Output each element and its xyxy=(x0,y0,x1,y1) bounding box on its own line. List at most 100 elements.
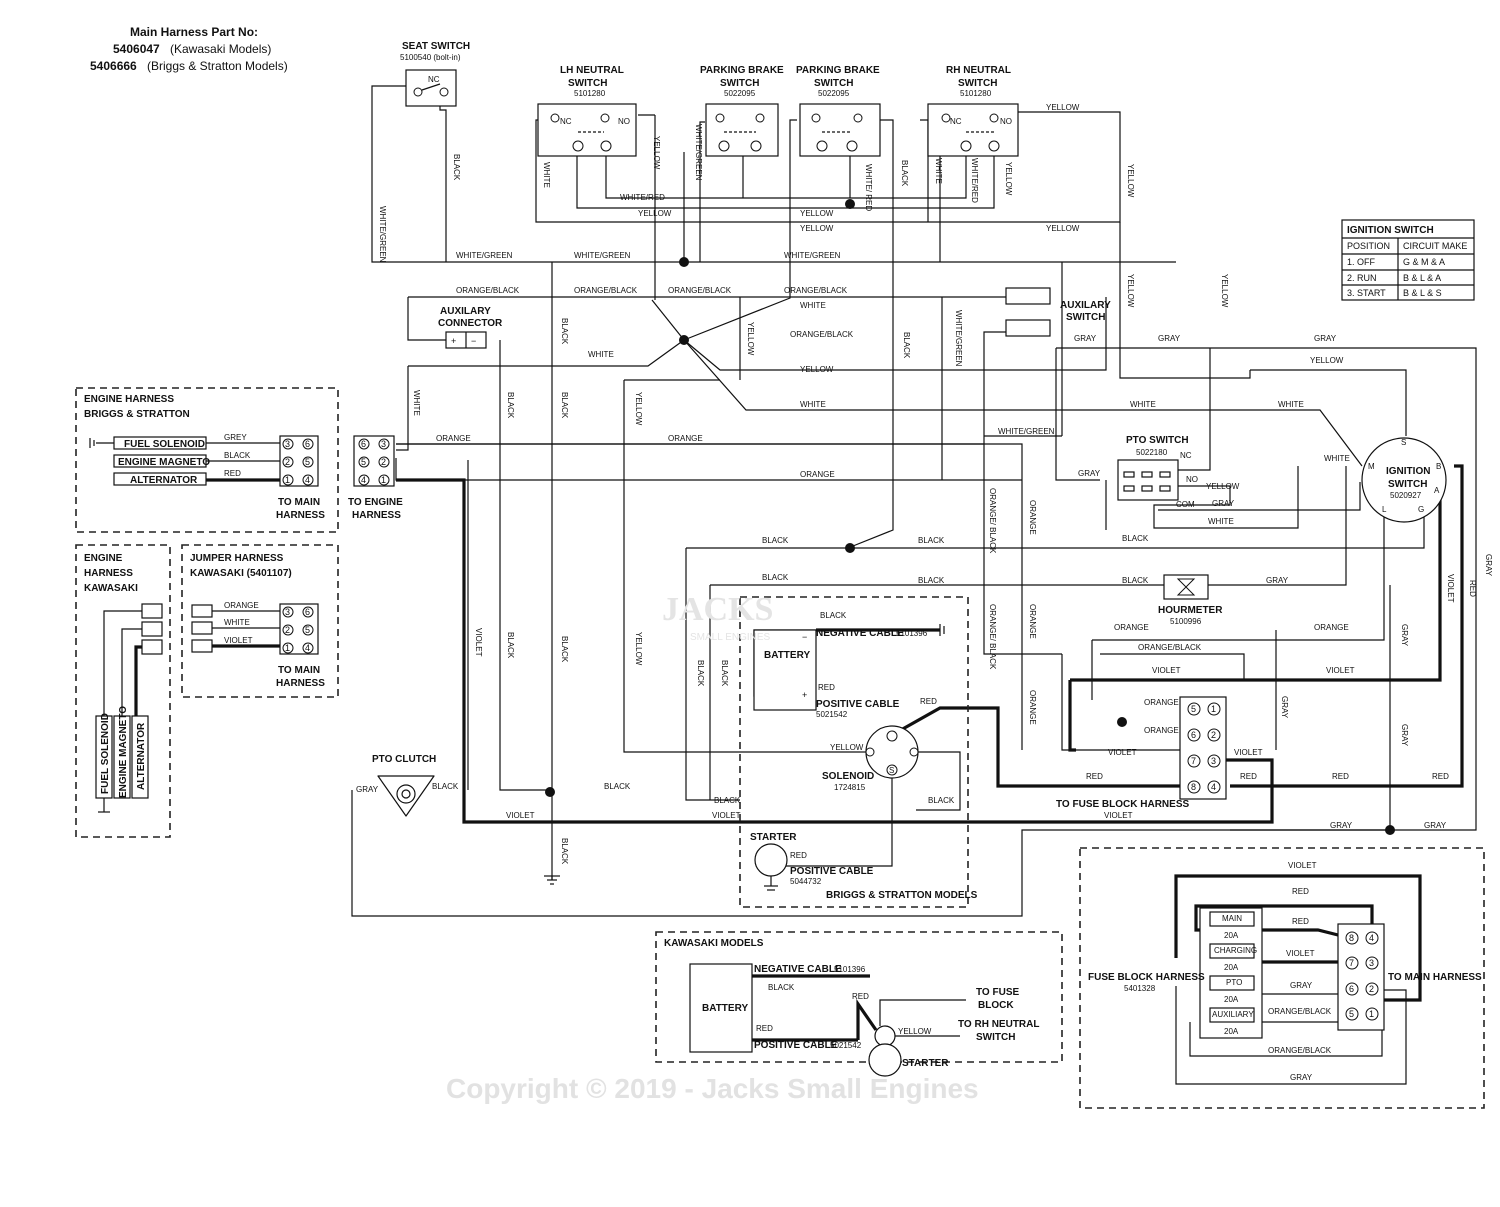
svg-text:1: 1 xyxy=(1211,704,1216,714)
svg-text:STARTER: STARTER xyxy=(750,832,797,843)
svg-text:6: 6 xyxy=(305,439,310,449)
svg-text:BLACK: BLACK xyxy=(762,536,789,545)
svg-text:WHITE: WHITE xyxy=(588,350,614,359)
logo-watermark-sub: SMALL ENGINES xyxy=(690,632,771,643)
svg-text:3. START: 3. START xyxy=(1347,288,1386,298)
svg-text:3: 3 xyxy=(1211,756,1216,766)
svg-text:VIOLET: VIOLET xyxy=(712,811,741,820)
auxiliary-switch: AUXILARY SWITCH xyxy=(1005,287,1111,337)
svg-text:BRIGGS & STRATTON MODELS: BRIGGS & STRATTON MODELS xyxy=(826,890,978,901)
svg-text:FUSE BLOCK HARNESS: FUSE BLOCK HARNESS xyxy=(1088,972,1205,983)
svg-text:ORANGE/BLACK: ORANGE/BLACK xyxy=(456,286,520,295)
copyright-watermark: Copyright © 2019 - Jacks Small Engines xyxy=(446,1073,979,1104)
svg-text:PTO SWITCH: PTO SWITCH xyxy=(1126,435,1189,446)
seat-switch-nc: NC xyxy=(428,75,440,84)
svg-text:BLACK: BLACK xyxy=(696,660,705,687)
svg-text:4: 4 xyxy=(305,643,310,653)
svg-text:ORANGE: ORANGE xyxy=(436,434,471,443)
svg-text:5101280: 5101280 xyxy=(960,89,992,98)
svg-text:FUEL SOLENOID: FUEL SOLENOID xyxy=(100,713,111,794)
svg-text:VIOLET: VIOLET xyxy=(1446,574,1455,603)
svg-text:VIOLET: VIOLET xyxy=(1288,861,1317,870)
svg-text:ALTERNATOR: ALTERNATOR xyxy=(136,722,147,790)
svg-text:YELLOW: YELLOW xyxy=(1126,164,1135,198)
svg-text:G: G xyxy=(1418,505,1424,514)
svg-text:WHITE/GREEN: WHITE/GREEN xyxy=(456,251,513,260)
svg-text:SWITCH: SWITCH xyxy=(976,1032,1015,1043)
svg-text:VIOLET: VIOLET xyxy=(474,628,483,657)
svg-text:VIOLET: VIOLET xyxy=(1108,748,1137,757)
svg-text:ORANGE/BLACK: ORANGE/BLACK xyxy=(790,330,854,339)
svg-text:GRAY: GRAY xyxy=(1290,1073,1313,1082)
logo-watermark: JACKS xyxy=(662,591,773,628)
svg-text:WHITE: WHITE xyxy=(800,301,826,310)
junction-dots xyxy=(545,199,1395,835)
svg-text:1: 1 xyxy=(381,475,386,485)
svg-text:HARNESS: HARNESS xyxy=(276,678,325,689)
fuse-block-harness-box: MAIN 20A CHARGING 20A PTO 20A AUXILIARY … xyxy=(1079,847,1485,1109)
svg-text:2: 2 xyxy=(1211,730,1216,740)
svg-text:ORANGE/BLACK: ORANGE/BLACK xyxy=(1138,643,1202,652)
svg-text:BLACK: BLACK xyxy=(902,332,911,359)
svg-text:YELLOW: YELLOW xyxy=(1310,356,1344,365)
svg-text:RED: RED xyxy=(756,1024,773,1033)
fuse-block-connector: 5 1 6 2 7 3 8 4 TO FUSE BLOCK HARNESS xyxy=(1056,696,1227,810)
auxiliary-connector: AUXILARY CONNECTOR + − xyxy=(438,306,503,349)
svg-text:RED: RED xyxy=(1468,580,1477,597)
svg-text:YELLOW: YELLOW xyxy=(800,224,834,233)
svg-text:GREY: GREY xyxy=(224,433,247,442)
svg-text:ENGINE MAGNETO: ENGINE MAGNETO xyxy=(118,457,210,468)
svg-text:ORANGE: ORANGE xyxy=(1144,726,1179,735)
svg-text:POSITIVE CABLE: POSITIVE CABLE xyxy=(816,699,900,710)
svg-text:5021542: 5021542 xyxy=(816,710,848,719)
svg-text:SWITCH: SWITCH xyxy=(1388,479,1427,490)
svg-text:S: S xyxy=(889,766,894,775)
svg-text:PARKING BRAKE: PARKING BRAKE xyxy=(796,65,880,76)
svg-text:CONNECTOR: CONNECTOR xyxy=(438,318,503,329)
svg-text:LH NEUTRAL: LH NEUTRAL xyxy=(560,65,624,76)
svg-text:BLACK: BLACK xyxy=(918,536,945,545)
svg-text:FUEL SOLENOID: FUEL SOLENOID xyxy=(124,439,205,450)
svg-text:BLACK: BLACK xyxy=(506,632,515,659)
svg-text:YELLOW: YELLOW xyxy=(830,743,864,752)
svg-text:POSITIVE CABLE: POSITIVE CABLE xyxy=(790,866,874,877)
svg-text:BLACK: BLACK xyxy=(560,636,569,663)
svg-text:RED: RED xyxy=(852,992,869,1001)
svg-text:5101280: 5101280 xyxy=(574,89,606,98)
svg-text:+: + xyxy=(802,690,807,700)
svg-text:8: 8 xyxy=(1191,782,1196,792)
svg-text:WHITE/RED: WHITE/RED xyxy=(620,193,665,202)
part-no-kawasaki-desc: (Kawasaki Models) xyxy=(170,42,271,56)
svg-text:BLACK: BLACK xyxy=(1122,576,1149,585)
to-engine-harness-connector: 6 3 5 2 4 1 TO ENGINE HARNESS xyxy=(348,435,403,521)
svg-text:HARNESS: HARNESS xyxy=(276,510,325,521)
svg-text:5022095: 5022095 xyxy=(724,89,756,98)
wire-labels: WHITE/GREEN WHITE/GREEN WHITE/GREEN ORAN… xyxy=(356,103,1493,1082)
svg-text:6: 6 xyxy=(1349,984,1354,994)
svg-text:WHITE/GREEN: WHITE/GREEN xyxy=(574,251,631,260)
svg-text:YELLOW: YELLOW xyxy=(898,1027,932,1036)
svg-text:WHITE/GREEN: WHITE/GREEN xyxy=(784,251,841,260)
svg-text:5021542: 5021542 xyxy=(830,1041,862,1050)
svg-text:6: 6 xyxy=(361,439,366,449)
svg-text:1724815: 1724815 xyxy=(834,783,866,792)
svg-text:YELLOW: YELLOW xyxy=(1126,274,1135,308)
svg-text:BLACK: BLACK xyxy=(918,576,945,585)
svg-text:5: 5 xyxy=(305,625,310,635)
svg-text:SWITCH: SWITCH xyxy=(720,78,759,89)
svg-text:BLACK: BLACK xyxy=(762,573,789,582)
svg-text:GRAY: GRAY xyxy=(356,785,379,794)
svg-text:NO: NO xyxy=(618,117,630,126)
briggs-models-box: BATTERY + − NEGATIVE CABLE 5101396 POSIT… xyxy=(739,596,978,908)
svg-text:RED: RED xyxy=(920,697,937,706)
svg-text:BLOCK: BLOCK xyxy=(978,1000,1014,1011)
svg-text:5101396: 5101396 xyxy=(896,629,928,638)
svg-text:NEGATIVE CABLE: NEGATIVE CABLE xyxy=(754,964,842,975)
svg-text:B & L & S: B & L & S xyxy=(1403,288,1442,298)
svg-text:BRIGGS & STRATTON: BRIGGS & STRATTON xyxy=(84,409,190,420)
svg-text:GRAY: GRAY xyxy=(1078,469,1101,478)
svg-text:WHITE: WHITE xyxy=(1324,454,1350,463)
ignition-position-table: IGNITION SWITCH POSITION CIRCUIT MAKE 1.… xyxy=(1341,219,1475,301)
svg-text:VIOLET: VIOLET xyxy=(1104,811,1133,820)
svg-text:ENGINE: ENGINE xyxy=(84,553,123,564)
